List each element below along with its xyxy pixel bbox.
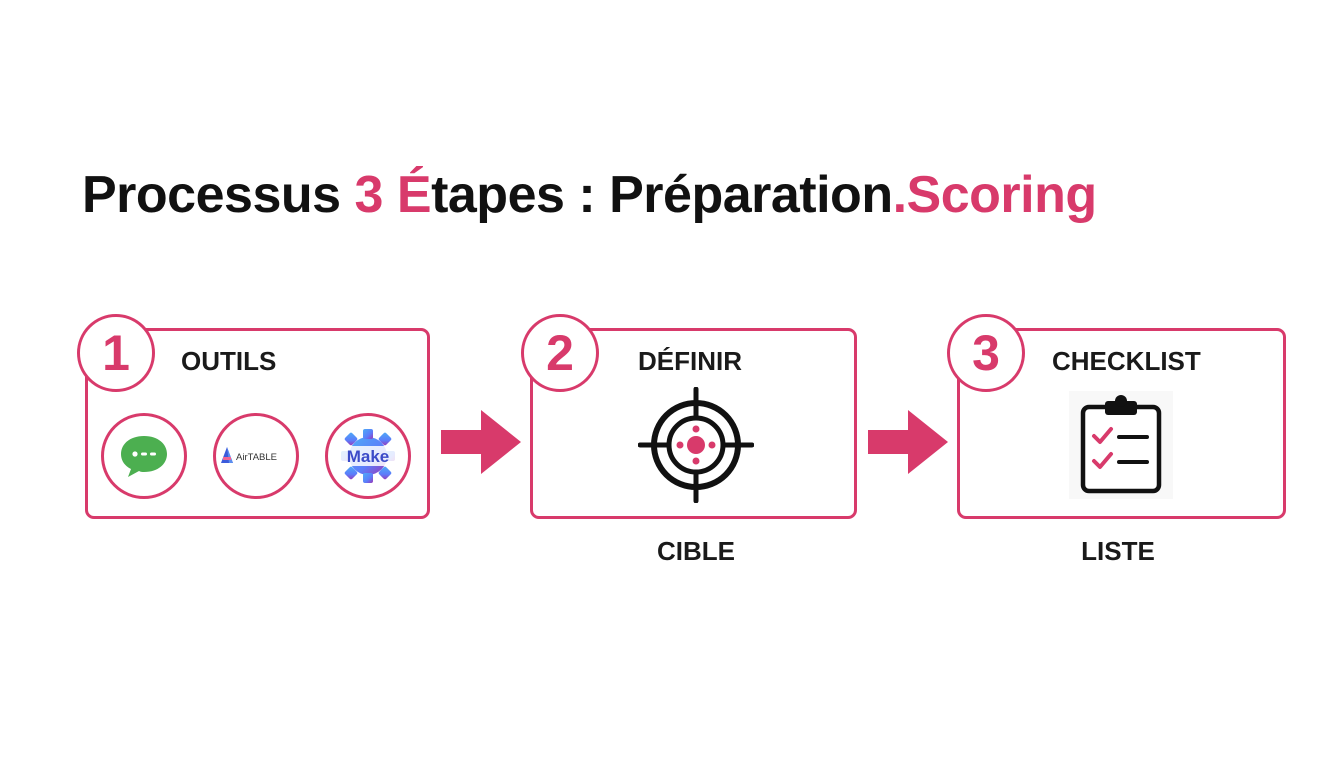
step-1-number: 1	[102, 325, 130, 381]
airtable-logo-text: AirTABLE	[236, 452, 277, 463]
title-part-1: Processus	[82, 166, 355, 224]
make-logo-text: Make	[347, 447, 390, 466]
airtable-tool-circle: AirTABLE	[213, 413, 299, 499]
title-part-3: tapes : Préparation	[431, 166, 893, 224]
step-2-caption: CIBLE	[657, 536, 735, 566]
arrow-step-1-to-2	[441, 410, 521, 474]
step-2-title: DÉFINIR	[638, 346, 742, 376]
chat-bubble-icon	[121, 436, 167, 477]
step-1-number-badge: 1	[77, 314, 155, 392]
title-part-2: 3 É	[354, 166, 432, 224]
page-title: Processus 3 Étapes : Préparation.Scoring	[82, 164, 1097, 226]
step-3-title: CHECKLIST	[1052, 346, 1201, 376]
step-3-caption: LISTE	[1081, 536, 1155, 566]
airtable-logo-icon: AirTABLE	[221, 447, 277, 463]
step-1-title: OUTILS	[181, 346, 277, 376]
make-tool-circle: Make	[325, 413, 411, 499]
title-part-4: .Scoring	[892, 166, 1098, 224]
chat-tool-circle	[101, 413, 187, 499]
step-2-number-badge: 2	[521, 314, 599, 392]
step-3-number: 3	[972, 325, 1000, 381]
target-icon	[638, 387, 754, 503]
step-2-number: 2	[546, 325, 574, 381]
clipboard-checklist-icon	[1069, 391, 1173, 499]
arrow-step-2-to-3	[868, 410, 948, 474]
make-logo-icon: Make	[339, 429, 397, 483]
step-3-number-badge: 3	[947, 314, 1025, 392]
